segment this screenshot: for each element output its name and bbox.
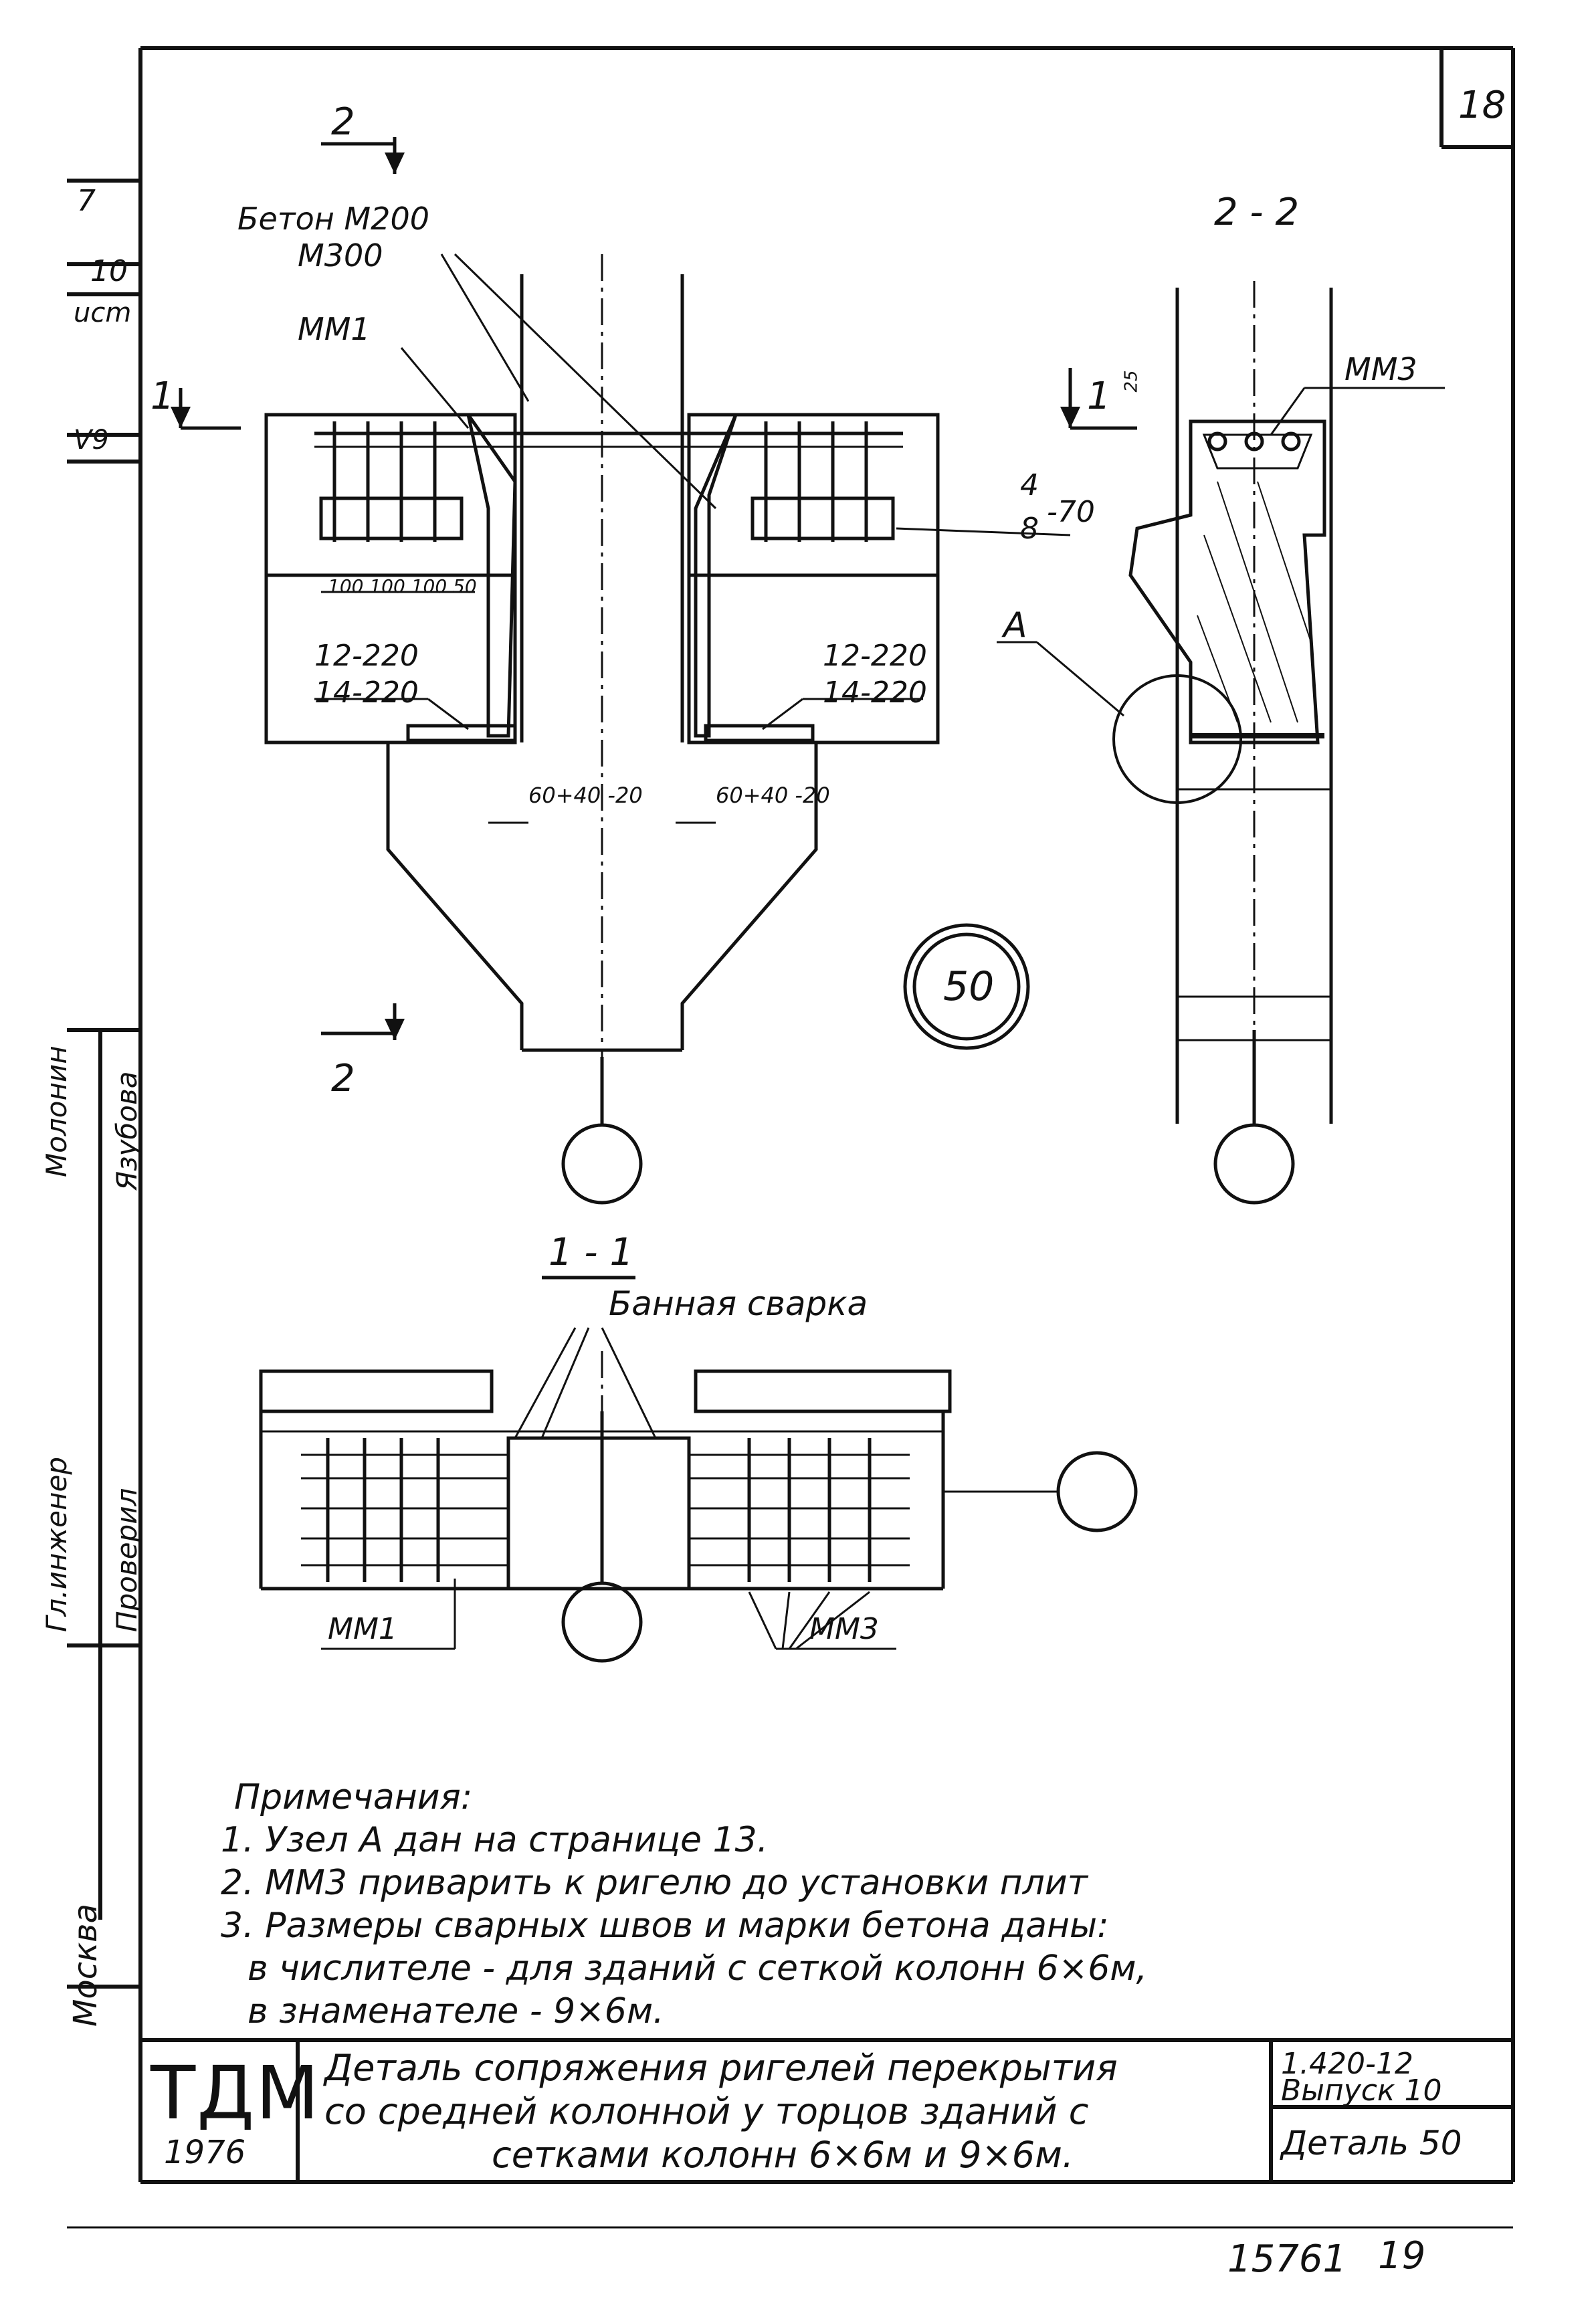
mm3-label-top: ММ3 xyxy=(1344,351,1417,387)
section-2-label-top: 2 xyxy=(331,100,355,144)
section-1-1-title: 1 - 1 xyxy=(548,1231,634,1274)
margin-label: V9 xyxy=(74,425,109,456)
margin-label: Гл.инженер xyxy=(40,1457,73,1632)
archive-page: 19 xyxy=(1378,2234,1426,2278)
mm1-label-bottom: ММ1 xyxy=(328,1612,397,1646)
section-2-label-bottom: 2 xyxy=(331,1057,355,1100)
notes-title: Примечания: xyxy=(234,1777,473,1817)
detail-ref: Деталь 50 xyxy=(1281,2124,1462,2163)
city-label: Москва xyxy=(67,1904,104,2027)
section-2-2-title: 2 - 2 xyxy=(1214,191,1300,234)
section-1-1 xyxy=(259,1276,1058,1650)
dim-25: 25 xyxy=(1121,370,1142,393)
mm3-label-bottom: ММ3 xyxy=(809,1612,879,1646)
margin-label: 10 xyxy=(90,254,128,288)
weld-fraction-bottom: 8 xyxy=(1020,512,1039,546)
margin-label: Молонин xyxy=(40,1045,73,1177)
gap-left: 60+40 -20 xyxy=(528,783,643,808)
margin-label: Проверил xyxy=(110,1488,143,1632)
section-2-2 xyxy=(997,281,1445,1124)
title-line: Деталь сопряжения ригелей перекрытия xyxy=(324,2047,1118,2089)
weld-right-bottom: 14-220 xyxy=(823,676,927,710)
note-line: 3. Размеры сварных швов и марки бетона д… xyxy=(221,1906,1109,1946)
margin-label: ucm xyxy=(74,298,132,328)
sheet-number: 18 xyxy=(1458,84,1506,127)
mm1-label-top: ММ1 xyxy=(298,311,371,347)
axis-bubbles xyxy=(561,1030,1295,1663)
series-code: 1.420-12 xyxy=(1281,2047,1413,2081)
year: 1976 xyxy=(164,2134,246,2171)
issue: Выпуск 10 xyxy=(1281,2074,1442,2108)
margin-label: 7 xyxy=(77,184,96,218)
weld-fraction-top: 4 xyxy=(1020,468,1039,502)
section-1-label-left: 1 xyxy=(151,375,175,418)
weld-left-top: 12-220 xyxy=(314,639,419,673)
note-line: 1. Узел А дан на странице 13. xyxy=(221,1820,769,1860)
main-elevation xyxy=(179,137,1137,1124)
sheet-frame xyxy=(67,46,1515,2229)
weld-fraction-suffix: -70 xyxy=(1047,495,1095,529)
detail-number: 50 xyxy=(943,963,995,1010)
margin-label: Язубова xyxy=(110,1071,143,1191)
note-line: в числителе - для зданий с сеткой колонн… xyxy=(247,1948,1148,1989)
arrowheads xyxy=(171,153,1080,1040)
org-logo: ТДМ xyxy=(151,2050,321,2136)
title-line: сетками колонн 6×6м и 9×6м. xyxy=(492,2134,1074,2176)
section-1-label-right: 1 xyxy=(1087,375,1111,418)
spacing-dims: 100 100 100 50 xyxy=(328,575,477,597)
title-line: со средней колонной у торцов зданий с xyxy=(324,2090,1089,2132)
weld-right-top: 12-220 xyxy=(823,639,927,673)
concrete-label-top: Бетон М200 xyxy=(237,201,429,237)
gap-right: 60+40 -20 xyxy=(716,783,830,808)
notes-block: Примечания: 1. Узел А дан на странице 13… xyxy=(221,1776,1147,2033)
note-line: в знаменателе - 9×6м. xyxy=(247,1991,664,2031)
detail-marker xyxy=(903,923,1030,1050)
weld-left-bottom: 14-220 xyxy=(314,676,419,710)
archive-number: 15761 xyxy=(1227,2237,1347,2281)
concrete-label-bottom: М300 xyxy=(298,237,383,274)
note-line: 2. ММ3 приварить к ригелю до установки п… xyxy=(221,1863,1088,1903)
node-a-label: А xyxy=(1003,605,1027,645)
bath-weld-label: Банная сварка xyxy=(609,1284,868,1323)
